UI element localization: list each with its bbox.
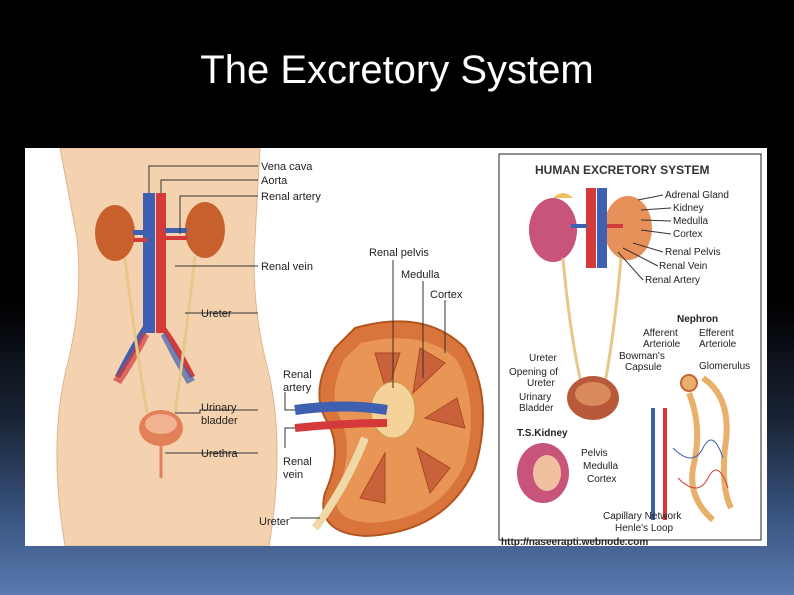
label-cortex: Cortex (673, 229, 702, 240)
kidney-label-medulla: Medulla (401, 269, 440, 281)
label-renal-pelvis: Renal Pelvis (665, 247, 721, 258)
left-kidney (95, 205, 135, 261)
label-renal-artery: Renal artery (261, 191, 321, 203)
label-ureter: Ureter (201, 308, 232, 320)
label-capillary-network: Capillary Network (603, 511, 682, 522)
label-adrenal-gland: Adrenal Gland (665, 190, 729, 201)
label-ts-kidney: T.S.Kidney (517, 428, 568, 439)
label-renal-vein: Renal Vein (659, 261, 707, 272)
label-vena-cava: Vena cava (261, 161, 313, 173)
label-medulla: Medulla (673, 216, 708, 227)
label-aorta: Aorta (261, 175, 288, 187)
kidney-label-renal-vein-1: Renal (283, 456, 312, 468)
label-efferent-2: Arteriole (699, 339, 737, 350)
kidney-label-renal-pelvis: Renal pelvis (369, 247, 429, 259)
label-ts-cortex: Cortex (587, 474, 616, 485)
right-kidney (185, 202, 225, 258)
label-bowmans-2: Capsule (625, 362, 662, 373)
label-renal-vein: Renal vein (261, 261, 313, 273)
body-excretory-illustration: Vena cava Aorta Renal artery Renal vein … (25, 148, 493, 546)
label-opening-2: Ureter (527, 378, 555, 389)
label-ureter: Ureter (529, 353, 557, 364)
label-renal-artery: Renal Artery (645, 275, 700, 286)
source-url: http://naseerapti.webnode.com (501, 537, 648, 546)
label-pelvis: Pelvis (581, 448, 608, 459)
label-kidney: Kidney (673, 203, 704, 214)
label-opening-1: Opening of (509, 367, 558, 378)
label-afferent-1: Afferent (643, 328, 678, 339)
aorta (156, 193, 166, 333)
label-glomerulus: Glomerulus (699, 361, 750, 372)
label-efferent-1: Efferent (699, 328, 734, 339)
label-urethra: Urethra (201, 448, 239, 460)
label-ts-medulla: Medulla (583, 461, 618, 472)
label-afferent-2: Arteriole (643, 339, 681, 350)
label-nephron: Nephron (677, 314, 718, 325)
label-urinary-bladder-2: bladder (201, 415, 238, 427)
label-bladder-2: Bladder (519, 403, 554, 414)
label-urinary-bladder-1: Urinary (201, 402, 237, 414)
right-figure-title: HUMAN EXCRETORY SYSTEM (535, 163, 709, 177)
kidney-label-cortex: Cortex (430, 289, 463, 301)
slide-title: The Excretory System (200, 48, 594, 92)
label-bowmans-1: Bowman's (619, 351, 665, 362)
kidney-label-ureter: Ureter (259, 516, 290, 528)
label-bladder-1: Urinary (519, 392, 551, 403)
kidney-label-renal-vein-2: vein (283, 469, 303, 481)
excretory-system-chart: HUMAN EXCRETORY SYSTEM Adrenal Gland Kid… (493, 148, 767, 546)
label-henles-loop: Henle's Loop (615, 523, 674, 534)
vena-cava (143, 193, 155, 333)
kidney-label-renal-artery-1: Renal (283, 369, 312, 381)
kidney-label-renal-artery-2: artery (283, 382, 312, 394)
